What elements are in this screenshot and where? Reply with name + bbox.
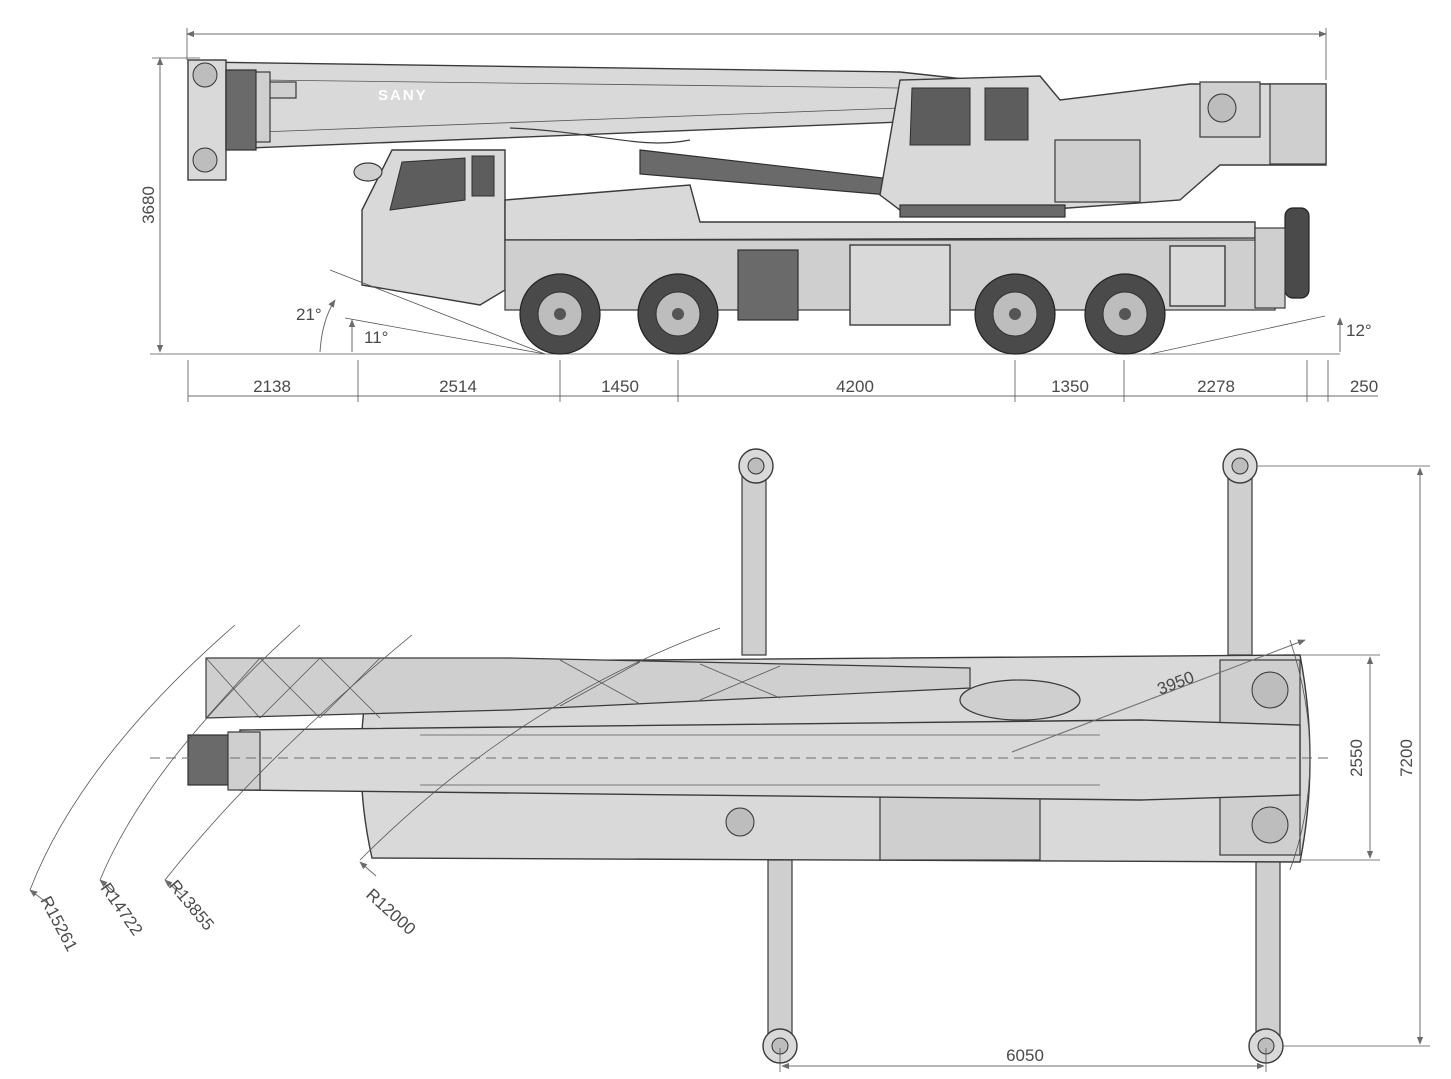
tail-radius-line <box>1011 639 1306 753</box>
boom-plate <box>267 81 297 99</box>
wheel-3 <box>974 273 1056 355</box>
winch-drum <box>1207 93 1237 123</box>
outrigger-front-right <box>767 859 793 1046</box>
boom-head-sheaves <box>227 731 261 791</box>
carrier-cab-window <box>389 157 466 211</box>
top-view: R15261 R14722 R13855 R12000 3950 2550 72… <box>29 448 1430 1072</box>
wheel-4 <box>1084 273 1166 355</box>
radius-arc-1 <box>29 624 236 891</box>
side-mirror <box>353 162 383 182</box>
boom-head-sheave-bottom <box>192 147 218 173</box>
radius-label-3: R13855 <box>165 876 218 934</box>
dim-label-2: 2514 <box>439 377 477 396</box>
boom <box>199 61 1011 151</box>
fuel-tank <box>849 244 951 326</box>
slewing-ring <box>899 204 1066 218</box>
radius-arc-4 <box>359 627 721 861</box>
outrigger-pad-4 <box>1248 1028 1284 1064</box>
dim-label-5: 1350 <box>1051 377 1089 396</box>
carrier-cab-window-rear <box>471 155 495 197</box>
side-view: 3680 SANY <box>139 28 1378 402</box>
height-label: 3680 <box>139 186 158 224</box>
dim-label-6: 2278 <box>1197 377 1235 396</box>
slewing-ring-top <box>959 679 1081 721</box>
radius-label-4: R12000 <box>362 885 419 939</box>
outrigger-rear-right <box>1255 859 1281 1046</box>
dim-label-3: 1450 <box>601 377 639 396</box>
brand-logo: SANY <box>378 87 428 104</box>
outrigger-spacing-label: 6050 <box>1006 1046 1044 1065</box>
spare-tire <box>1284 207 1310 299</box>
boom-head-sheave-top <box>192 62 218 88</box>
operator-cab-window-2 <box>984 87 1029 141</box>
rear-box <box>1169 245 1226 307</box>
outrigger-pad-1 <box>738 448 774 484</box>
outrigger-pad-3 <box>762 1028 798 1064</box>
track-width-label: 2550 <box>1347 739 1366 777</box>
wheel-2 <box>637 273 719 355</box>
boom-head-top <box>187 734 229 786</box>
wheel-1 <box>519 273 601 355</box>
approach-angle-label: 21° <box>296 305 322 324</box>
engine-grille <box>879 791 1041 861</box>
hook-block <box>225 69 257 151</box>
radius-arc-3 <box>164 634 413 881</box>
hydraulic-block <box>737 249 799 321</box>
counterweight <box>1269 83 1327 165</box>
departure-angle-label: 12° <box>1346 321 1372 340</box>
operator-cab-window-1 <box>909 87 971 146</box>
radius-arc-2 <box>99 624 301 881</box>
outrigger-span-label: 7200 <box>1397 739 1416 777</box>
fuel-cap <box>725 807 755 837</box>
outrigger-front-left <box>741 469 767 656</box>
main-boom-top <box>239 719 1301 801</box>
rear-winch-right <box>1251 806 1289 844</box>
tail-radius-arc <box>1289 639 1311 871</box>
side-panel <box>1054 139 1141 203</box>
dim-label-4: 4200 <box>836 377 874 396</box>
dim-label-7: 250 <box>1350 377 1378 396</box>
outrigger-rear-left <box>1227 469 1253 656</box>
radius-label-2: R14722 <box>97 879 147 939</box>
outrigger-pad-2 <box>1222 448 1258 484</box>
dim-label-1: 2138 <box>253 377 291 396</box>
radius-label-1: R15261 <box>36 893 81 955</box>
angle-11-label: 11° <box>364 328 388 347</box>
rear-winch-left <box>1251 671 1289 709</box>
rear-outrigger-box <box>1254 227 1286 309</box>
